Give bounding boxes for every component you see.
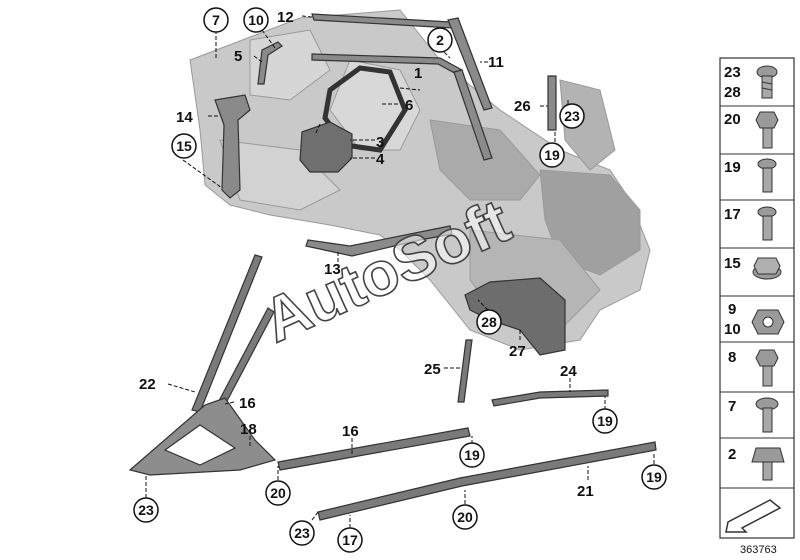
- part-label-4: 4: [376, 151, 385, 168]
- callout-2: 2: [427, 27, 453, 53]
- fastener-row-19: 19: [720, 158, 794, 201]
- hex-bolt-flange-icon: [755, 111, 779, 149]
- callout-20-left: 20: [265, 480, 291, 506]
- callout-23-bottom-label: 23: [294, 525, 310, 541]
- fastener-row-23-28: 23 28: [720, 64, 794, 107]
- torx-screw-washer-icon: [755, 397, 779, 433]
- reference-number: 363763: [740, 544, 777, 556]
- callout-15: 15: [171, 133, 197, 159]
- part-label-13: 13: [324, 261, 341, 278]
- pin-25: [457, 339, 473, 403]
- part-label-27: 27: [509, 343, 526, 360]
- lower-parts: [128, 254, 657, 521]
- fastener-label-15: 15: [724, 255, 741, 272]
- fastener-row-7: 7: [720, 397, 794, 439]
- part-label-22: 22: [139, 376, 156, 393]
- callout-20-left-label: 20: [270, 485, 286, 501]
- part-label-5: 5: [234, 48, 242, 65]
- fastener-panel: 23 28 20 19: [719, 57, 795, 539]
- fastener-label-23: 23: [724, 64, 741, 81]
- fastener-label-9: 9: [728, 301, 736, 318]
- block-3-4: [299, 121, 353, 173]
- fastener-label-20: 20: [724, 111, 741, 128]
- part-label-3: 3: [376, 134, 384, 151]
- part-label-11: 11: [488, 54, 504, 71]
- fastener-label-7: 7: [728, 398, 736, 415]
- part-label-16b: 16: [342, 423, 359, 440]
- part-label-18: 18: [240, 421, 257, 438]
- bracket-14: [214, 94, 251, 199]
- torx-screw-short-icon: [757, 206, 777, 241]
- bracket-5: [257, 41, 283, 85]
- strut-13: [305, 225, 453, 257]
- callout-10-label: 10: [248, 12, 264, 28]
- strut-21: [317, 441, 657, 521]
- part-number-labels: 1 3 4 5 6 11 12 13 14 16 16 18 21 22 24 …: [139, 9, 594, 500]
- fastener-label-10: 10: [724, 321, 741, 338]
- part-label-26: 26: [514, 98, 531, 115]
- callout-28-label: 28: [481, 314, 497, 330]
- callout-23-upper-label: 23: [564, 108, 580, 124]
- part-label-6: 6: [405, 97, 413, 114]
- part-label-1: 1: [414, 65, 422, 82]
- hex-nut-icon: [751, 309, 785, 335]
- hex-flange-nut-icon: [752, 257, 782, 280]
- callout-17-label: 17: [342, 532, 358, 548]
- callout-19-right: 19: [592, 408, 618, 434]
- hex-bolt-icon: [755, 349, 779, 387]
- callout-19-mid-label: 19: [464, 447, 480, 463]
- callout-17: 17: [337, 527, 363, 553]
- part-label-16a: 16: [239, 395, 256, 412]
- fastener-row-2: 2: [720, 446, 794, 489]
- callout-2-label: 2: [436, 32, 444, 48]
- upper-parts: [214, 13, 566, 356]
- part-label-14: 14: [176, 109, 193, 126]
- callout-15-label: 15: [176, 138, 192, 154]
- strut-24: [491, 389, 609, 407]
- callout-20-bottom-label: 20: [457, 509, 473, 525]
- fastener-row-8: 8: [720, 349, 794, 393]
- clip-screw-icon: [751, 447, 785, 481]
- part-label-12: 12: [277, 9, 294, 26]
- callout-10: 10: [243, 7, 269, 33]
- callout-7: 7: [203, 7, 229, 33]
- callout-19-mid: 19: [459, 442, 485, 468]
- callout-19-right-label: 19: [597, 413, 613, 429]
- fastener-row-20: 20: [720, 111, 794, 155]
- fastener-row-17: 17: [720, 206, 794, 249]
- callout-23-left-label: 23: [138, 502, 154, 518]
- callout-23-upper: 23: [559, 103, 585, 129]
- part-label-24: 24: [560, 363, 577, 380]
- arrow-icon: [725, 499, 782, 533]
- fastener-row-9-10: 9 10: [720, 301, 794, 343]
- fastener-label-8: 8: [728, 349, 736, 366]
- callout-19-far-right-label: 19: [646, 469, 662, 485]
- callout-28: 28: [476, 309, 502, 335]
- circled-callouts: 7 10 2 15 23 19 28 19: [133, 7, 667, 553]
- callout-20-bottom: 20: [452, 504, 478, 530]
- part-label-25: 25: [424, 361, 441, 378]
- fastener-label-19: 19: [724, 159, 741, 176]
- car-body-background: [189, 9, 651, 351]
- strut-1-lower: [453, 69, 493, 161]
- callout-19-upper-label: 19: [544, 147, 560, 163]
- callout-23-bottom: 23: [289, 520, 315, 546]
- pin-26: [547, 75, 557, 131]
- torx-screw-flange-icon: [756, 65, 778, 99]
- fastener-label-2: 2: [728, 446, 736, 463]
- torx-screw-icon: [757, 158, 777, 193]
- strut-16-lower: [277, 427, 471, 471]
- fastener-label-17: 17: [724, 206, 741, 223]
- callout-19-far-right: 19: [641, 464, 667, 490]
- callout-19-upper: 19: [539, 142, 565, 168]
- fastener-row-15: 15: [720, 255, 794, 297]
- strut-11: [447, 17, 493, 111]
- fastener-label-28: 28: [724, 84, 741, 101]
- part-label-21: 21: [577, 483, 594, 500]
- callout-7-label: 7: [212, 12, 220, 28]
- callout-23-left: 23: [133, 497, 159, 523]
